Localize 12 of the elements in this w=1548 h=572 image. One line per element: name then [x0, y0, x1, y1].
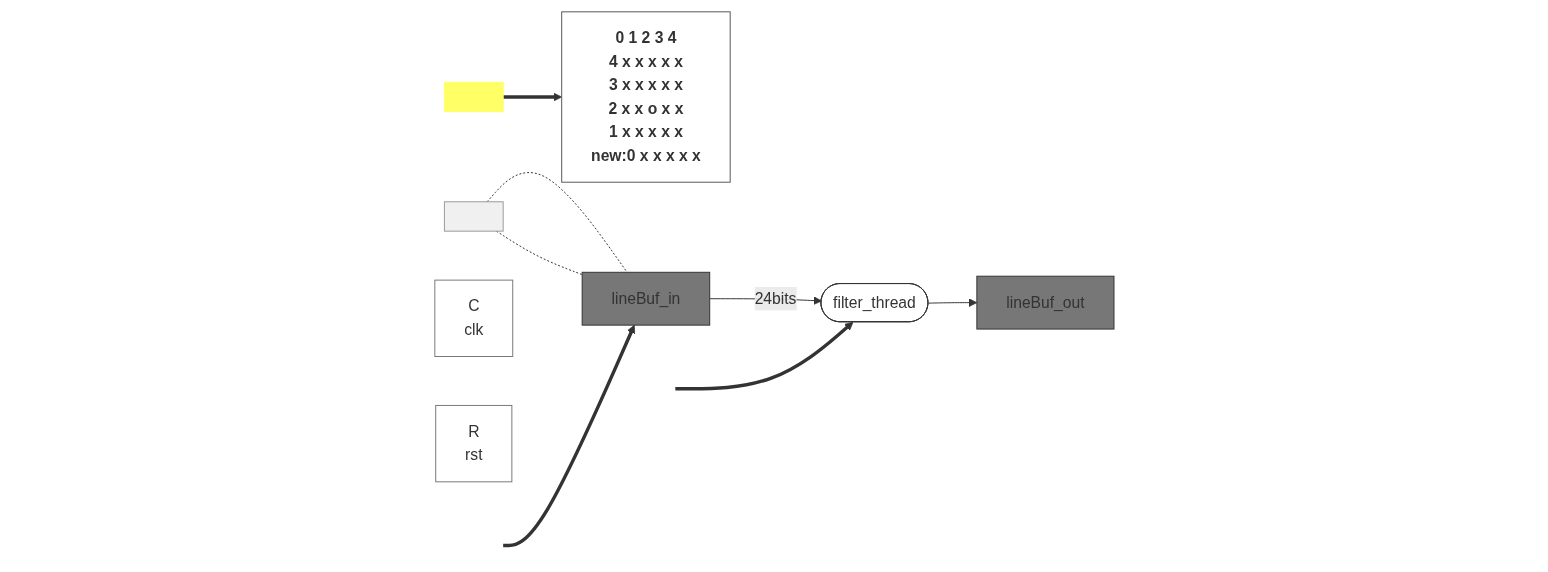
node-box: R rst — [434, 404, 512, 483]
connector — [486, 172, 628, 273]
arrow — [502, 92, 562, 102]
node-box: C clk — [433, 279, 513, 357]
node-box — [443, 201, 504, 232]
node-box: lineBuf_out — [975, 275, 1115, 330]
node-box: lineBuf_in — [581, 271, 710, 326]
arrow — [674, 321, 853, 391]
edge-label: 24bits — [754, 289, 797, 307]
node-box: 0 1 2 3 4 4 x x x x x 3 x x x x x 2 x x o x x 1 x x x x x new:0 x x x x x — [560, 11, 731, 183]
arrow — [502, 324, 635, 548]
node-box — [443, 81, 504, 113]
